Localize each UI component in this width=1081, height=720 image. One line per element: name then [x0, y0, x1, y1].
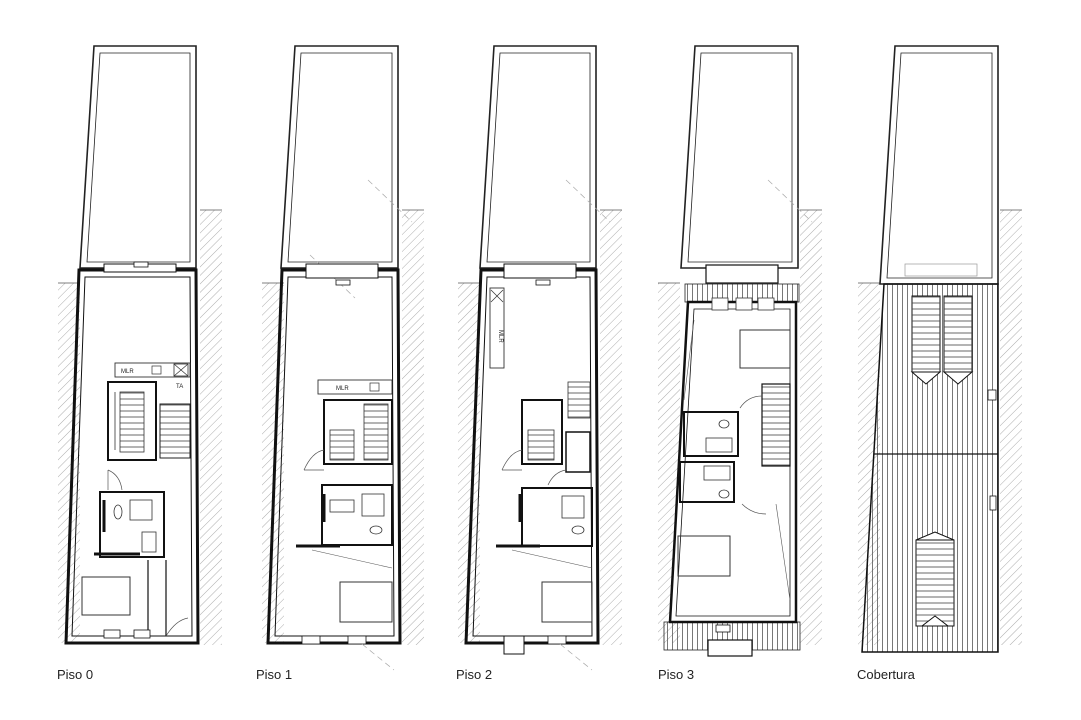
plan-label-piso-0: Piso 0	[57, 667, 94, 682]
plan-cobertura	[858, 45, 1022, 653]
plan-label-piso-3: Piso 3	[658, 667, 695, 682]
mlr-tag: MLR	[336, 386, 349, 392]
plan-piso-3	[658, 45, 822, 657]
plan-piso-2: MLR	[458, 45, 622, 671]
plan-label-piso-2: Piso 2	[456, 667, 493, 682]
ta-tag: TA	[176, 384, 183, 390]
plan-piso-0: MLR TA	[58, 45, 222, 645]
plan-piso-1: MLR	[262, 45, 424, 671]
plan-label-piso-1: Piso 1	[256, 667, 293, 682]
mlr-tag: MLR	[497, 330, 503, 343]
mlr-tag: MLR	[121, 369, 134, 375]
plan-label-cobertura: Cobertura	[857, 667, 915, 682]
